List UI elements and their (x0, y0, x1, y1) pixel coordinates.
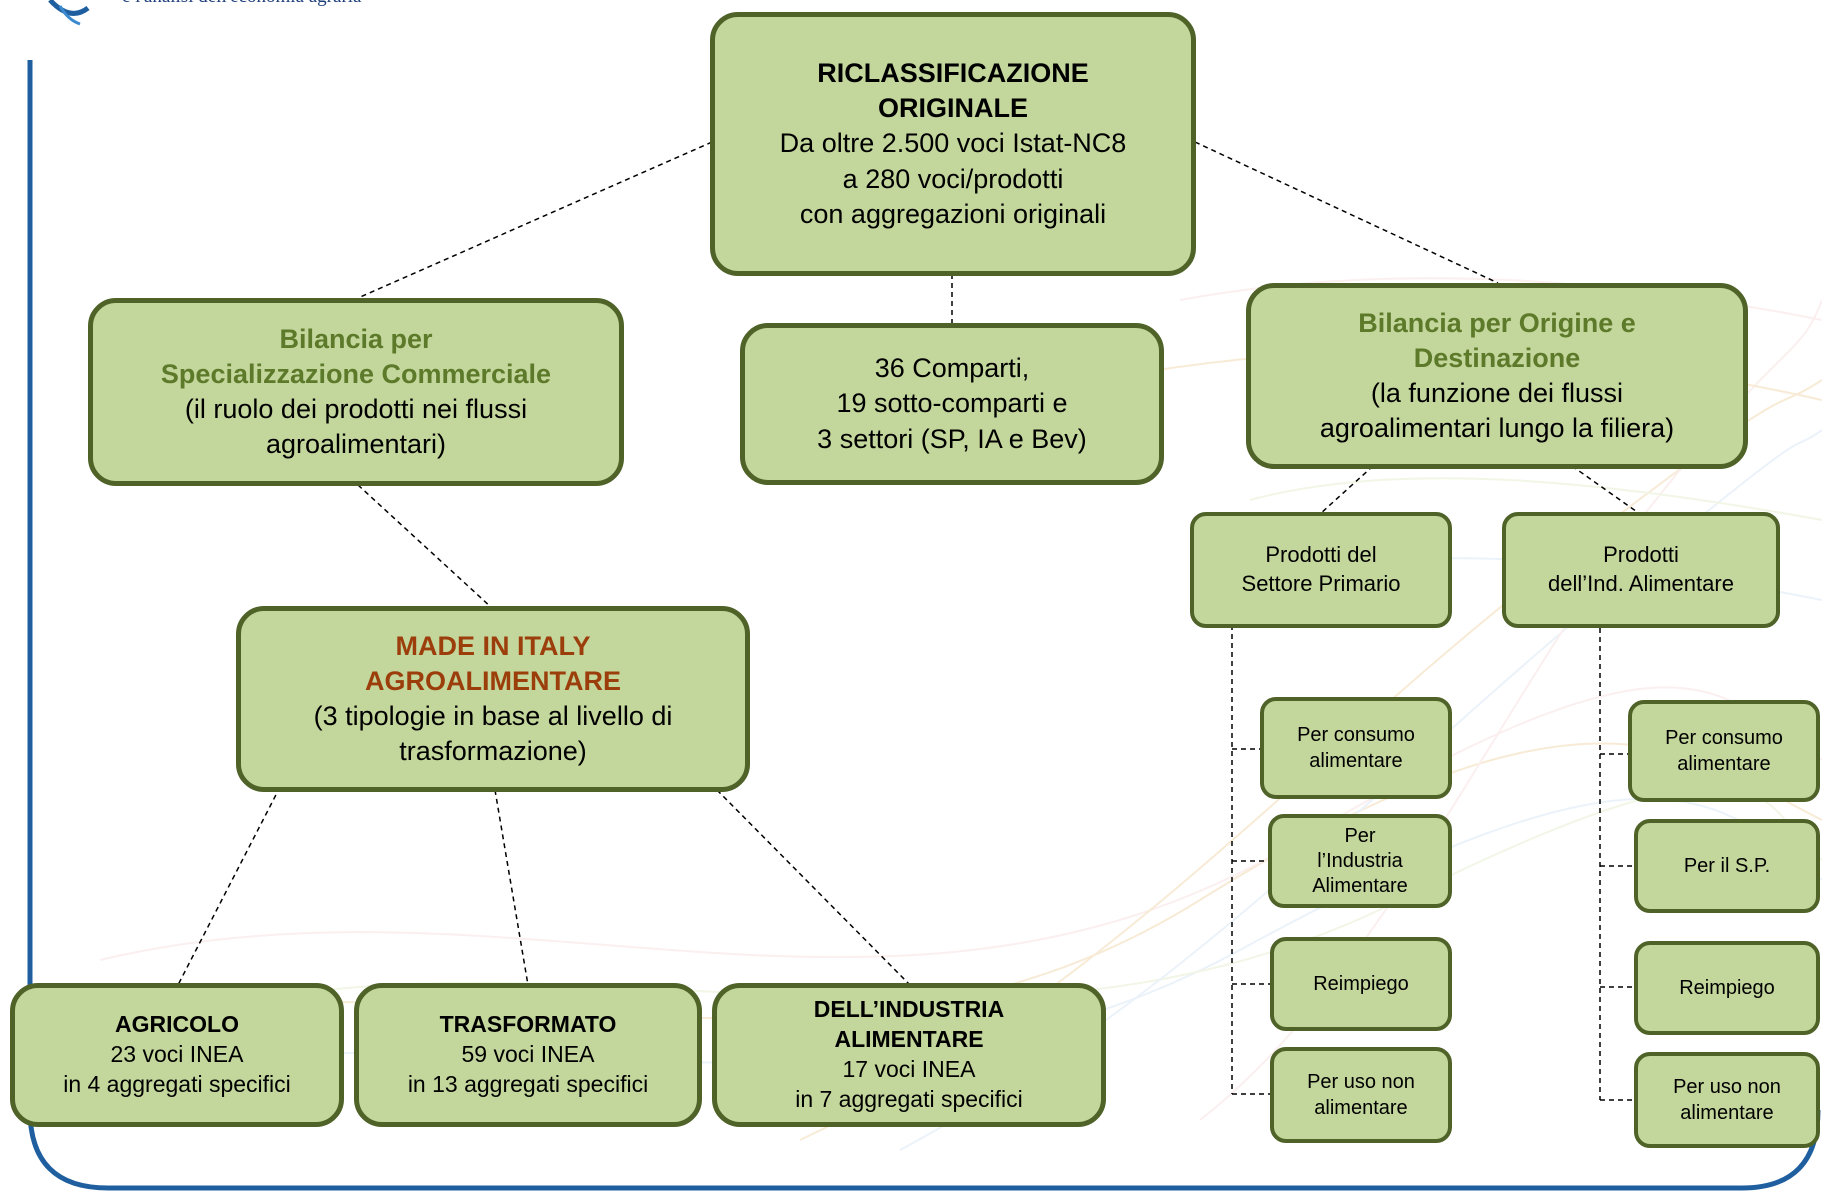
primario-industria-line1: Per (1344, 824, 1376, 847)
prodotti-industria-line1: Prodotti (1603, 542, 1679, 568)
comparti-box: 36 Comparti, 19 sotto-comparti e 3 setto… (740, 323, 1164, 485)
agricolo-line1: 23 voci INEA (110, 1041, 244, 1068)
prodotti-primario-line2: Settore Primario (1241, 571, 1401, 596)
made-title-line2: AGROALIMENTARE (365, 665, 621, 696)
root-title-line2: ORIGINALE (877, 93, 1028, 124)
industria-consumo-box: Per consumo alimentare (1628, 700, 1820, 802)
industria-consumo-line1: Per consumo (1665, 727, 1783, 749)
industria-sp-line1: Per il S.P. (1683, 855, 1771, 877)
primario-consumo-line1: Per consumo (1297, 724, 1415, 746)
origine-title-line2: Destinazione (1413, 342, 1581, 373)
industria-alimentare-line2: in 7 aggregati specifici (795, 1085, 1023, 1112)
trasformato-title: TRASFORMATO (439, 1011, 617, 1038)
industria-alimentare-line1: 17 voci INEA (842, 1056, 976, 1082)
trasformato-box: TRASFORMATO 59 voci INEA in 13 aggregati… (354, 983, 702, 1127)
agricolo-line2: in 4 aggregati specifici (63, 1070, 291, 1097)
specializzazione-line1: (il ruolo dei prodotti nei flussi (184, 394, 528, 424)
industria-consumo-line2: alimentare (1677, 753, 1771, 775)
industria-sp-box: Per il S.P. (1634, 819, 1820, 913)
prodotti-primario-box: Prodotti del Settore Primario (1190, 512, 1452, 628)
prodotti-industria-box: Prodotti dell’Ind. Alimentare (1502, 512, 1780, 628)
primario-non-alimentare-line1: Per uso non (1307, 1071, 1415, 1093)
root-box: RICLASSIFICAZIONE ORIGINALE Da oltre 2.5… (710, 12, 1196, 276)
prodotti-industria-line2: dell’Ind. Alimentare (1548, 571, 1734, 596)
specializzazione-title-line1: Bilancia per (279, 323, 433, 354)
logo-icon (48, 0, 90, 26)
comparti-line3: 3 settori (SP, IA e Bev) (817, 423, 1087, 454)
primario-industria-line2: l’Industria (1317, 849, 1403, 872)
industria-reimpiego-box: Reimpiego (1634, 941, 1820, 1035)
root-line2: a 280 voci/prodotti (842, 163, 1064, 194)
agricolo-title: AGRICOLO (115, 1011, 239, 1038)
industria-alimentare-title-line1: DELL’INDUSTRIA (813, 996, 1005, 1023)
root-line1: Da oltre 2.500 voci Istat-NC8 (779, 128, 1127, 159)
primario-industria-line3: Alimentare (1312, 874, 1408, 897)
specializzazione-title-line2: Specializzazione Commerciale (160, 358, 552, 389)
primario-reimpiego-box: Reimpiego (1270, 937, 1452, 1031)
comparti-line1: 36 Comparti, (874, 353, 1030, 384)
industria-non-alimentare-box: Per uso non alimentare (1634, 1052, 1820, 1148)
industria-non-alimentare-line1: Per uso non (1673, 1076, 1781, 1098)
origine-line2: agroalimentari lungo la filiera) (1319, 413, 1675, 444)
header-subtitle: e l'analisi dell'economia agraria (122, 0, 362, 8)
industria-reimpiego-line1: Reimpiego (1679, 977, 1775, 999)
origine-destinazione-box: Bilancia per Origine e Destinazione (la … (1246, 283, 1748, 469)
prodotti-primario-line1: Prodotti del (1265, 542, 1377, 568)
frame-border (27, 60, 1821, 1191)
primario-industria-box: Per l’Industria Alimentare (1268, 814, 1452, 908)
trasformato-line2: in 13 aggregati specifici (407, 1070, 649, 1097)
primario-consumo-line2: alimentare (1309, 750, 1403, 772)
origine-title-line1: Bilancia per Origine e (1358, 307, 1636, 338)
specializzazione-box: Bilancia per Specializzazione Commercial… (88, 298, 624, 486)
origine-line1: (la funzione dei flussi (1370, 378, 1624, 408)
primario-non-alimentare-box: Per uso non alimentare (1270, 1047, 1452, 1143)
root-line3: con aggregazioni originali (799, 198, 1107, 229)
industria-alimentare-box: DELL’INDUSTRIA ALIMENTARE 17 voci INEA i… (712, 983, 1106, 1127)
comparti-line2: 19 sotto-comparti e (836, 388, 1068, 419)
primario-non-alimentare-line2: alimentare (1314, 1097, 1408, 1119)
primario-consumo-box: Per consumo alimentare (1260, 697, 1452, 799)
made-line1: (3 tipologie in base al livello di (313, 701, 673, 731)
agricolo-box: AGRICOLO 23 voci INEA in 4 aggregati spe… (10, 983, 344, 1127)
made-title-line1: MADE IN ITALY (395, 630, 591, 661)
specializzazione-line2: agroalimentari) (265, 429, 447, 460)
industria-alimentare-title-line2: ALIMENTARE (834, 1026, 984, 1053)
made-line2: trasformazione) (399, 736, 587, 767)
industria-non-alimentare-line2: alimentare (1680, 1102, 1774, 1124)
primario-reimpiego-line1: Reimpiego (1313, 973, 1409, 995)
made-in-italy-box: MADE IN ITALY AGROALIMENTARE (3 tipologi… (236, 606, 750, 792)
root-title-line1: RICLASSIFICAZIONE (817, 58, 1089, 89)
trasformato-line1: 59 voci INEA (461, 1041, 595, 1068)
